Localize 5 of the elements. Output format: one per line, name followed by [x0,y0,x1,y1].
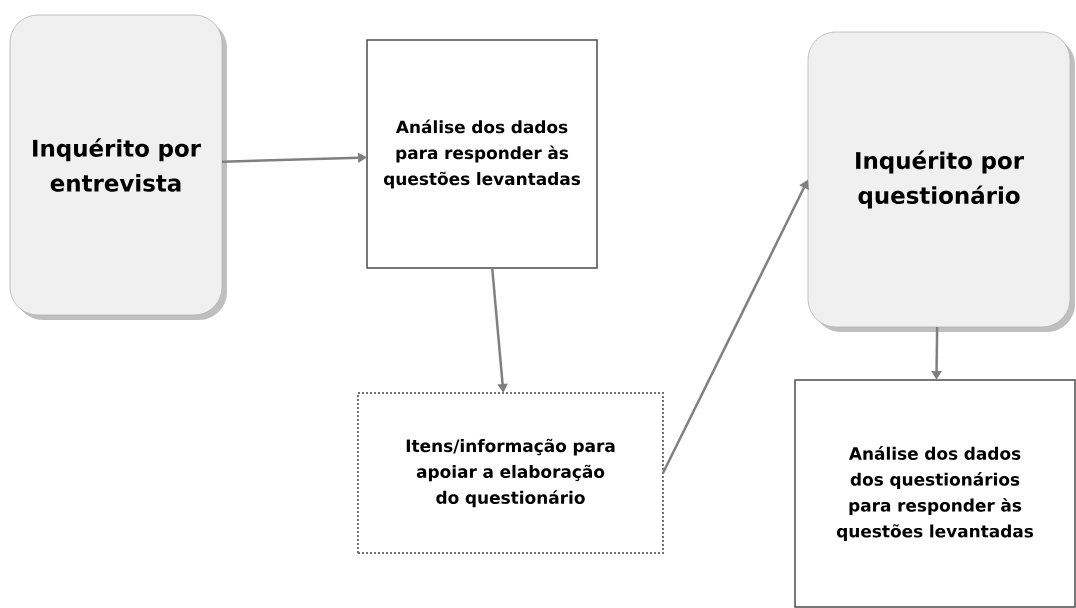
rounded-box: Inquérito por entrevista [9,14,227,320]
process-box: Análise dos dados para responder às questões levantadas [366,39,598,269]
process-box: Análise dos dados dos questionários para responder às questões levantadas [794,379,1076,608]
dotted-box: Itens/informação para apoiar a elaboração do questionário [357,392,664,554]
rounded-box: Inquérito por questionário [807,31,1075,332]
